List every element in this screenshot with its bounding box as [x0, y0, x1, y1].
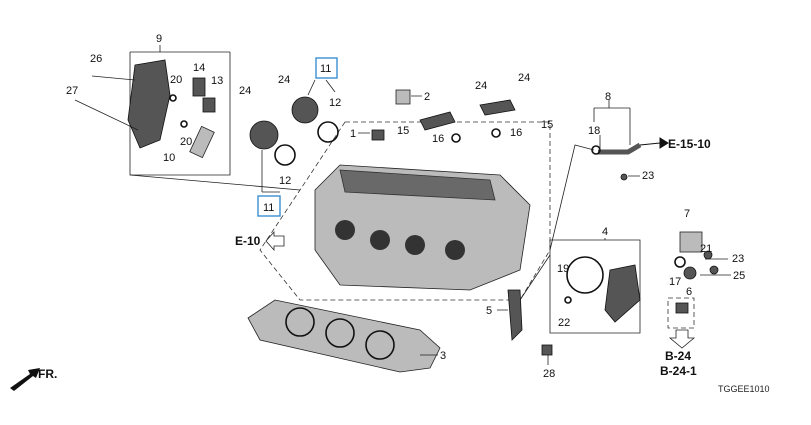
label-26: 26	[90, 53, 102, 65]
vtc-cover	[74, 59, 216, 159]
label-24: 24	[475, 80, 487, 92]
part-7	[679, 231, 703, 253]
label-18: 18	[588, 125, 600, 137]
label-17: 17	[669, 276, 681, 288]
label-20: 20	[170, 74, 182, 86]
label-23: 23	[732, 253, 744, 265]
head-gasket	[247, 299, 441, 373]
label-24: 24	[239, 85, 251, 97]
label-22: 22	[558, 317, 570, 329]
ref-b-24-1-label[interactable]: B-24-1	[660, 364, 697, 378]
group-4-box	[519, 238, 641, 334]
label-9: 9	[156, 33, 162, 45]
bolt-28	[541, 344, 553, 356]
label-1: 1	[350, 128, 356, 140]
label-3: 3	[440, 350, 446, 362]
oil-control-solenoid-upper	[291, 79, 339, 143]
label-15: 15	[397, 125, 409, 137]
front-direction-indicator: FR.	[10, 367, 57, 391]
front-label: FR.	[38, 367, 57, 381]
label-24: 24	[518, 72, 530, 84]
cylinder-head	[314, 164, 531, 291]
ref-e-10-label[interactable]: E-10	[235, 234, 261, 248]
ref-e-10[interactable]: E-10	[235, 230, 285, 252]
part-1	[371, 129, 385, 141]
label-12: 12	[279, 175, 291, 187]
ref-b-24-label[interactable]: B-24	[665, 349, 691, 363]
label-25: 25	[733, 270, 745, 282]
label-11: 11	[263, 202, 274, 214]
cylinder-head-outline	[259, 121, 551, 301]
label-15: 15	[541, 119, 553, 131]
label-6: 6	[686, 286, 692, 298]
label-4: 4	[602, 226, 608, 238]
label-19: 19	[557, 263, 569, 275]
label-5: 5	[486, 305, 492, 317]
highlight-box-11	[257, 195, 281, 217]
label-13: 13	[211, 75, 223, 87]
sensor-15-left	[419, 111, 456, 131]
part-b24-bolt	[675, 302, 689, 314]
label-14: 14	[193, 62, 205, 74]
oil-pipe-8	[549, 100, 642, 251]
label-23: 23	[642, 170, 654, 182]
label-16: 16	[432, 133, 444, 145]
ref-e-15-10-label[interactable]: E-15-10	[668, 137, 711, 151]
front-arrow-icon	[10, 368, 40, 391]
label-24: 24	[278, 74, 290, 86]
diagram-code: TGGEE1010	[718, 384, 770, 394]
part-2	[395, 89, 411, 105]
label-7: 7	[684, 208, 690, 220]
sensor-15-right	[479, 99, 516, 116]
label-2: 2	[424, 91, 430, 103]
label-12: 12	[329, 97, 341, 109]
highlight-box-11	[315, 57, 338, 79]
label-10: 10	[163, 152, 175, 164]
label-11: 11	[320, 63, 331, 75]
ref-e-15-10[interactable]: E-15-10	[639, 137, 711, 151]
label-20: 20	[180, 136, 192, 148]
label-21: 21	[700, 243, 712, 255]
label-28: 28	[543, 368, 555, 380]
oil-control-solenoid-lower	[249, 120, 296, 193]
ref-b-24[interactable]: B-24 B-24-1	[660, 329, 697, 378]
label-27: 27	[66, 85, 78, 97]
label-16: 16	[510, 127, 522, 139]
bracket-5	[507, 289, 523, 341]
label-8: 8	[605, 91, 611, 103]
